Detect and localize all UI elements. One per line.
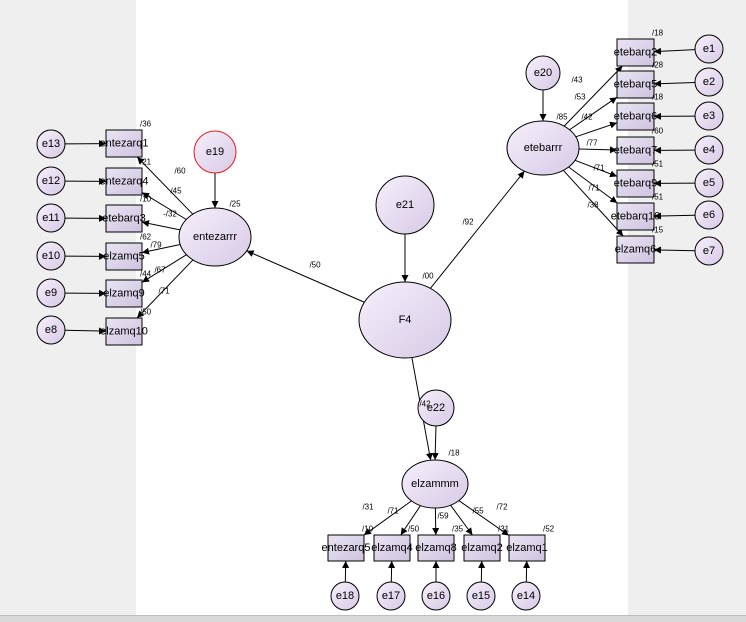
- latent-label-F4: F4: [399, 314, 412, 326]
- indicator-label-ent4: entezarq4: [100, 176, 149, 188]
- indicator-r2-elz10: /50: [140, 308, 152, 317]
- loading-coef-elz5: /79: [150, 241, 162, 250]
- loading-coef-eteb3: -/32: [163, 210, 177, 219]
- indicator-label-eteb5: etebarq5: [614, 79, 657, 91]
- indicator-r2-eteb3: /10: [140, 195, 152, 204]
- error-path-e1[interactable]: [654, 50, 695, 52]
- loading-coef-eteb10: /71: [588, 184, 600, 193]
- indicator-r2-eteb7: /60: [652, 127, 664, 136]
- error-label-e7: e7: [703, 245, 715, 257]
- disturbance-path-e22[interactable]: [435, 426, 436, 460]
- indicator-r2-eteb5: /28: [652, 61, 664, 70]
- loading-coef-eteb7: /77: [586, 139, 598, 148]
- indicator-r2-elz1: /52: [543, 525, 555, 534]
- indicator-label-eteb7: etebarq7: [614, 145, 657, 157]
- error-label-e10: e10: [42, 250, 60, 262]
- loading-coef-eteb9: /71: [593, 164, 605, 173]
- loading-coef-eteb6: /42: [581, 113, 593, 122]
- indicator-label-ent5: entezarq5: [322, 542, 371, 554]
- indicator-r2-eteb9: /51: [652, 160, 664, 169]
- indicator-r2-eteb2: /18: [652, 29, 664, 38]
- indicator-label-elz1: elzamq1: [506, 542, 548, 554]
- error-path-e2[interactable]: [654, 82, 695, 83]
- latent-r2-entezarrr: /25: [229, 200, 241, 209]
- error-label-e1: e1: [703, 43, 715, 55]
- loading-coef-eteb2: /43: [571, 76, 583, 85]
- error-label-e5: e5: [703, 177, 715, 189]
- error-label-e14: e14: [517, 590, 535, 602]
- error-label-e8: e8: [45, 324, 57, 336]
- indicator-label-elz8: elzamq8: [415, 542, 457, 554]
- error-label-e17: e17: [382, 590, 400, 602]
- indicator-label-elz5: elzamq5: [103, 251, 145, 263]
- error-label-e11: e11: [42, 212, 60, 224]
- latent-label-etebarrr: etebarrr: [524, 142, 563, 154]
- indicator-r2-elz2: /31: [498, 525, 510, 534]
- loading-coef-elz9: /67: [154, 266, 166, 275]
- indicator-r2-eteb10: /51: [652, 193, 664, 202]
- loading-coef-elz10: /71: [158, 287, 170, 296]
- error-label-e16: e16: [427, 590, 445, 602]
- indicator-label-elz10: elzamq10: [100, 326, 148, 338]
- latent-r2-F4: /00: [422, 272, 434, 281]
- loading-coef-elz6: /38: [587, 201, 599, 210]
- loading-path-eteb6[interactable]: [576, 123, 617, 137]
- indicator-label-ent1: entezarq1: [100, 138, 149, 150]
- indicator-label-eteb3: etebarq3: [102, 213, 145, 225]
- indicator-r2-eteb6: /18: [652, 93, 664, 102]
- loading-coef-ent4: /45: [170, 187, 182, 196]
- loading-path-eteb7[interactable]: [579, 149, 617, 150]
- indicator-label-elz4: elzamq4: [371, 542, 413, 554]
- structural-path-etebarrr[interactable]: [430, 171, 524, 288]
- indicator-label-elz2: elzamq2: [461, 542, 503, 554]
- disturbance-label-e20: e20: [534, 67, 552, 79]
- error-path-e7[interactable]: [654, 250, 695, 251]
- error-label-e13: e13: [42, 138, 60, 150]
- loading-coef-elz2: /55: [472, 507, 484, 516]
- latent-label-elzammm: elzammm: [411, 478, 459, 490]
- loading-coef-elz8: /59: [437, 512, 449, 521]
- indicator-label-eteb9: etebarq9: [614, 178, 657, 190]
- error-label-e6: e6: [703, 209, 715, 221]
- indicator-r2-elz9: /44: [140, 270, 152, 279]
- indicator-label-elz9: elzamq9: [103, 288, 145, 300]
- indicator-label-eteb2: etebarq2: [614, 47, 657, 59]
- structural-path-entezarrr[interactable]: [247, 251, 365, 302]
- indicator-r2-elz8: /35: [452, 525, 464, 534]
- indicator-r2-elz4: /50: [408, 525, 420, 534]
- loading-coef-eteb5: /53: [574, 93, 586, 102]
- error-label-e15: e15: [472, 590, 490, 602]
- error-label-e9: e9: [45, 287, 57, 299]
- structural-coef-entezarrr: /50: [309, 261, 321, 270]
- error-label-e12: e12: [42, 175, 60, 187]
- disturbance-label-e22: e22: [427, 402, 445, 414]
- latent-label-entezarrr: entezarrr: [193, 231, 237, 243]
- latent-r2-etebarrr: /85: [556, 113, 568, 122]
- indicator-r2-elz6: /15: [652, 226, 664, 235]
- error-label-e2: e2: [703, 76, 715, 88]
- disturbance-label-e19: e19: [206, 146, 224, 158]
- indicator-r2-ent5: /10: [362, 525, 374, 534]
- loading-coef-ent1: /60: [174, 167, 186, 176]
- indicator-r2-ent1: /36: [140, 120, 152, 129]
- structural-coef-etebarrr: /92: [462, 218, 474, 227]
- loading-coef-ent5: /31: [362, 503, 374, 512]
- indicator-label-eteb6: etebarq6: [614, 111, 657, 123]
- error-label-e3: e3: [703, 110, 715, 122]
- disturbance-label-e21: e21: [396, 199, 414, 211]
- latent-r2-elzammm: /18: [448, 449, 460, 458]
- indicator-r2-ent4: /21: [140, 158, 152, 167]
- indicator-label-elz6: elzamq6: [615, 244, 657, 256]
- loading-coef-elz4: /71: [387, 507, 399, 516]
- error-label-e4: e4: [703, 144, 715, 156]
- loading-coef-elz1: /72: [496, 503, 508, 512]
- loading-path-eteb3[interactable]: [142, 222, 180, 230]
- indicator-label-eteb10: etebarq10: [611, 211, 661, 223]
- error-label-e18: e18: [336, 590, 354, 602]
